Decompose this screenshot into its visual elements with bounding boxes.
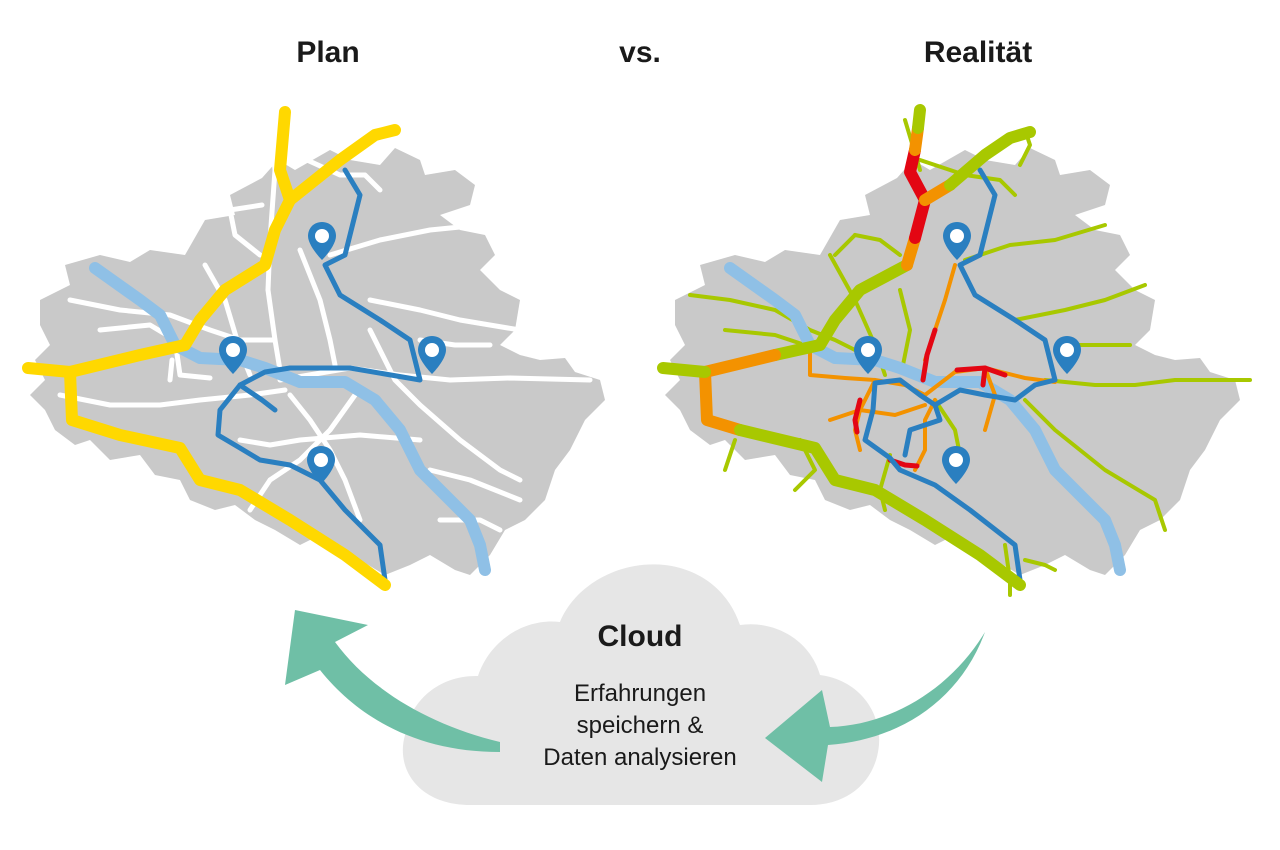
plan-title: Plan xyxy=(296,36,360,69)
location-pin-icon xyxy=(854,336,882,374)
plan-route-branch xyxy=(237,382,278,413)
cloud-text-line-2: speichern & xyxy=(576,712,704,739)
highway-slow-west xyxy=(699,349,781,436)
cloud-text-line-1: Erfahrungen xyxy=(573,680,707,707)
plan-highway-north xyxy=(284,124,401,206)
cloud-text-line-3: Daten analysieren xyxy=(543,744,737,771)
plan-highway xyxy=(64,106,391,591)
reality-pins xyxy=(854,222,1081,484)
cloud-shape xyxy=(402,564,880,805)
location-pin-icon xyxy=(942,446,970,484)
highway-free-top xyxy=(912,104,926,134)
highway-free-far-west xyxy=(657,362,711,378)
versus-label: vs. xyxy=(619,36,661,69)
plan-pins xyxy=(219,222,446,484)
location-pin-icon xyxy=(943,222,971,260)
reality-jam-roads xyxy=(852,327,1008,469)
feedback-arrow-right xyxy=(765,632,985,782)
plan-map xyxy=(22,106,605,591)
plan-highway-west xyxy=(22,362,76,378)
location-pin-icon xyxy=(307,446,335,484)
plan-river xyxy=(89,262,491,576)
location-pin-icon xyxy=(1053,336,1081,374)
cloud-title: Cloud xyxy=(597,620,683,653)
reality-route xyxy=(862,167,1058,583)
location-pin-icon xyxy=(418,336,446,374)
feedback-arrow-left xyxy=(285,610,500,752)
highway-free-northeast xyxy=(944,126,1036,191)
plan-route xyxy=(215,167,423,583)
reality-highway xyxy=(657,104,1036,591)
reality-river xyxy=(724,262,1126,576)
highway-free-west xyxy=(769,259,913,361)
reality-title: Realität xyxy=(923,36,1033,69)
highway-free-southwest xyxy=(734,424,1026,591)
reality-map xyxy=(657,104,1252,597)
location-pin-icon xyxy=(308,222,336,260)
highway-jam-north xyxy=(904,144,931,244)
location-pin-icon xyxy=(219,336,247,374)
reality-route-loop xyxy=(902,402,943,458)
